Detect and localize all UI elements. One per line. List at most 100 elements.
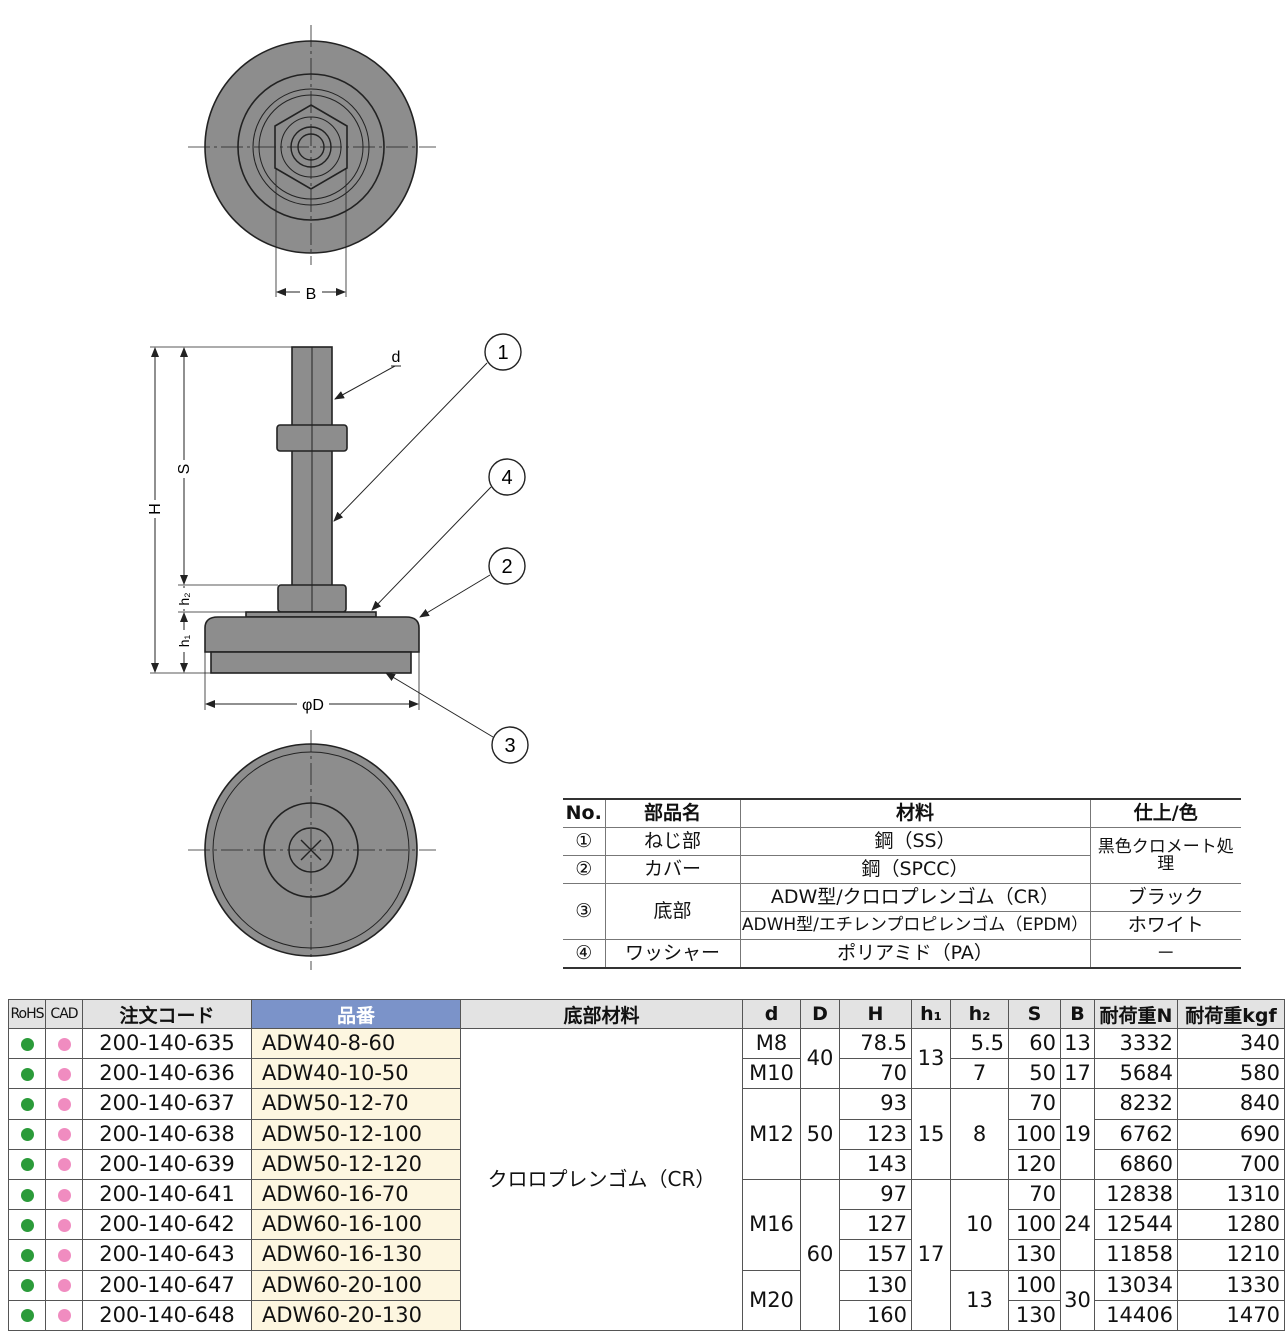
callout-3: 3 — [491, 726, 529, 764]
cad-dot[interactable] — [45, 1027, 83, 1060]
table-row: 200-140-643 ADW60-16-130 157 130 11858 1… — [8, 1239, 1285, 1271]
part-finish: － — [1089, 939, 1241, 969]
cell-B: 24 — [1060, 1178, 1095, 1271]
part-number[interactable]: ADW60-20-130 — [251, 1299, 461, 1331]
cell-h2: 5.5 — [950, 1027, 1009, 1060]
part-finish: ブラック — [1089, 883, 1241, 912]
callout-1: 1 — [484, 333, 522, 371]
header-load-kgf: 耐荷重kgf — [1177, 999, 1285, 1029]
dim-label-H: H — [147, 503, 164, 515]
cell-load-n: 8232 — [1094, 1088, 1178, 1120]
cad-dot[interactable] — [45, 1148, 83, 1180]
part-number[interactable]: ADW50-12-100 — [251, 1118, 461, 1150]
part-number[interactable]: ADW60-16-100 — [251, 1209, 461, 1241]
header-D: D — [800, 999, 840, 1029]
parts-header-material: 材料 — [739, 798, 1091, 828]
cell-load-kgf: 700 — [1177, 1148, 1285, 1180]
callout-4: 4 — [488, 458, 526, 496]
part-number[interactable]: ADW40-10-50 — [251, 1058, 461, 1090]
part-number[interactable]: ADW60-20-100 — [251, 1269, 461, 1301]
part-no: ③ — [563, 883, 606, 940]
table-row: 200-140-638 ADW50-12-100 123 100 6762 69… — [8, 1118, 1285, 1150]
cell-B: 13 — [1060, 1027, 1095, 1060]
top-view — [188, 25, 436, 297]
rohs-dot — [8, 1088, 46, 1120]
cell-load-n: 5684 — [1094, 1058, 1178, 1090]
header-H: H — [839, 999, 912, 1029]
rohs-dot — [8, 1269, 46, 1301]
cad-dot[interactable] — [45, 1299, 83, 1331]
cad-dot[interactable] — [45, 1239, 83, 1271]
part-no: ② — [563, 855, 606, 884]
order-code: 200-140-643 — [82, 1239, 252, 1271]
cad-dot[interactable] — [45, 1269, 83, 1301]
cad-dot[interactable] — [45, 1058, 83, 1090]
part-number[interactable]: ADW40-8-60 — [251, 1027, 461, 1060]
parts-table: No. 部品名 材料 仕上/色 ① ねじ部 鋼（SS） 黒色クロメート処理 ② … — [563, 798, 1241, 969]
header-rohs: RoHS — [8, 999, 46, 1029]
cell-d: M8 — [742, 1027, 801, 1060]
cell-load-kgf: 580 — [1177, 1058, 1285, 1090]
cell-d: M12 — [742, 1088, 801, 1180]
cell-D: 60 — [800, 1178, 840, 1331]
header-cad: CAD — [45, 999, 83, 1029]
order-code: 200-140-636 — [82, 1058, 252, 1090]
cell-h1: 17 — [911, 1178, 951, 1331]
part-number[interactable]: ADW60-16-70 — [251, 1178, 461, 1211]
cell-d: M10 — [742, 1058, 801, 1090]
table-row: 200-140-635 ADW40-8-60 クロロプレンゴム（CR） M8 4… — [8, 1027, 1285, 1331]
rohs-dot — [8, 1209, 46, 1241]
rohs-dot — [8, 1148, 46, 1180]
part-material: 鋼（SPCC） — [739, 855, 1090, 884]
part-number[interactable]: ADW50-12-70 — [251, 1088, 461, 1120]
cell-h1: 13 — [911, 1027, 951, 1090]
cell-B: 30 — [1060, 1269, 1095, 1331]
cell-S: 70 — [1008, 1088, 1061, 1120]
rohs-dot — [8, 1178, 46, 1211]
order-code: 200-140-635 — [82, 1027, 252, 1060]
cell-load-n: 6860 — [1094, 1148, 1178, 1180]
dim-label-B: B — [306, 286, 317, 303]
cad-dot[interactable] — [45, 1209, 83, 1241]
cell-d: M16 — [742, 1178, 801, 1271]
cell-h2: 10 — [950, 1178, 1009, 1271]
part-material: ポリアミド（PA） — [739, 939, 1091, 969]
rohs-dot — [8, 1058, 46, 1090]
cell-B: 17 — [1060, 1058, 1095, 1090]
cell-load-kgf: 1310 — [1177, 1178, 1285, 1211]
cell-S: 70 — [1008, 1178, 1061, 1211]
part-material: ADW型/クロロプレンゴム（CR） — [739, 883, 1091, 912]
header-part-number: 品番 — [251, 999, 461, 1029]
cell-d: M20 — [742, 1269, 801, 1331]
cell-load-n: 11858 — [1094, 1239, 1178, 1271]
part-no: ① — [563, 827, 606, 856]
order-code: 200-140-638 — [82, 1118, 252, 1150]
dim-label-phiD: φD — [302, 697, 324, 714]
cad-dot[interactable] — [45, 1118, 83, 1150]
header-load-n: 耐荷重N — [1094, 999, 1178, 1029]
order-code: 200-140-648 — [82, 1299, 252, 1331]
technical-drawing: B H S h₂ h₁ φD d — [146, 25, 529, 970]
svg-text:4: 4 — [501, 467, 512, 489]
cell-H: 130 — [839, 1269, 912, 1301]
cad-dot[interactable] — [45, 1178, 83, 1211]
header-order-code: 注文コード — [82, 999, 252, 1029]
cell-S: 100 — [1008, 1209, 1061, 1241]
order-code: 200-140-641 — [82, 1178, 252, 1211]
cell-load-kgf: 1280 — [1177, 1209, 1285, 1241]
cell-load-n: 13034 — [1094, 1269, 1178, 1301]
cell-h2: 8 — [950, 1088, 1009, 1180]
part-number[interactable]: ADW60-16-130 — [251, 1239, 461, 1271]
part-material: 鋼（SS） — [739, 827, 1091, 856]
part-number[interactable]: ADW50-12-120 — [251, 1148, 461, 1180]
parts-header-name: 部品名 — [604, 798, 741, 828]
cell-S: 100 — [1008, 1269, 1061, 1301]
cell-load-kgf: 1210 — [1177, 1239, 1285, 1271]
cell-load-kgf: 1330 — [1177, 1269, 1285, 1301]
cell-S: 120 — [1008, 1148, 1061, 1180]
callout-2: 2 — [488, 547, 526, 585]
cell-load-kgf: 690 — [1177, 1118, 1285, 1150]
part-name: 底部 — [604, 883, 741, 940]
cad-dot[interactable] — [45, 1088, 83, 1120]
cell-H: 160 — [839, 1299, 912, 1331]
